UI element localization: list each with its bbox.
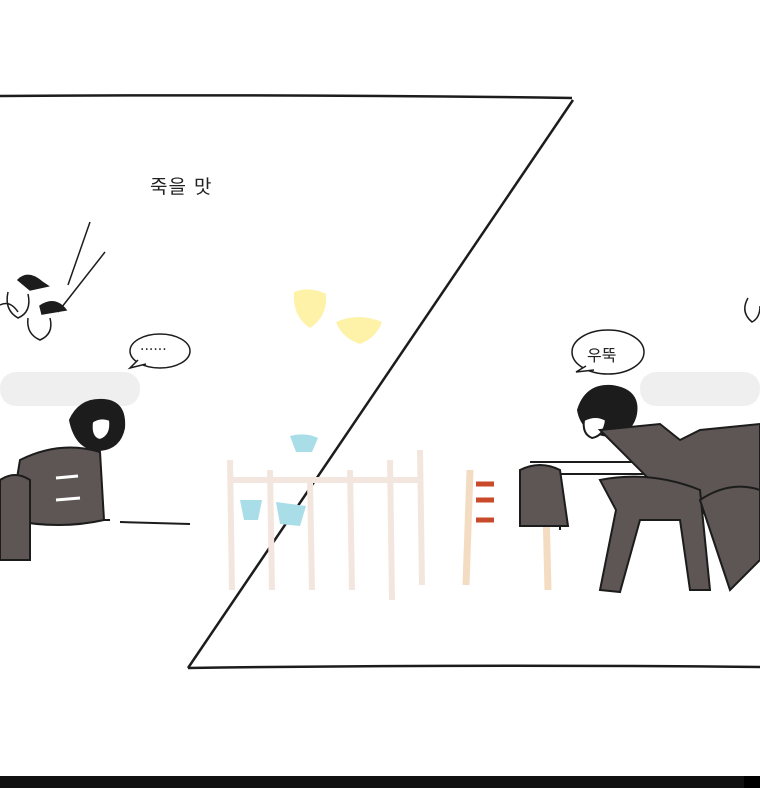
cup-blue-3 [276, 502, 306, 526]
speech-text-right: 우뚝 [587, 346, 617, 365]
lamp-glow-2 [336, 317, 382, 344]
speech-bubble-left [129, 333, 191, 369]
panel-diagonal-edge [186, 99, 575, 669]
speech-bubble-right [571, 329, 645, 375]
cup-blue-2 [240, 500, 262, 520]
speech-text-left: ...... [140, 338, 167, 354]
watermark-mark [0, 372, 760, 406]
cup-blue-1 [290, 434, 318, 452]
corner-block [744, 776, 760, 788]
character-right [519, 384, 760, 594]
lamp-glow-1 [293, 289, 327, 328]
panel-bottom-edge [187, 664, 760, 670]
chair-faded [227, 449, 425, 601]
lamp-icon-right [744, 297, 760, 323]
bottom-strip [0, 776, 760, 788]
character-left [0, 398, 126, 561]
panel-caption: 죽을 맛 [150, 176, 213, 198]
lamp-icon-left [0, 221, 106, 341]
panel-top-edge [0, 94, 573, 100]
